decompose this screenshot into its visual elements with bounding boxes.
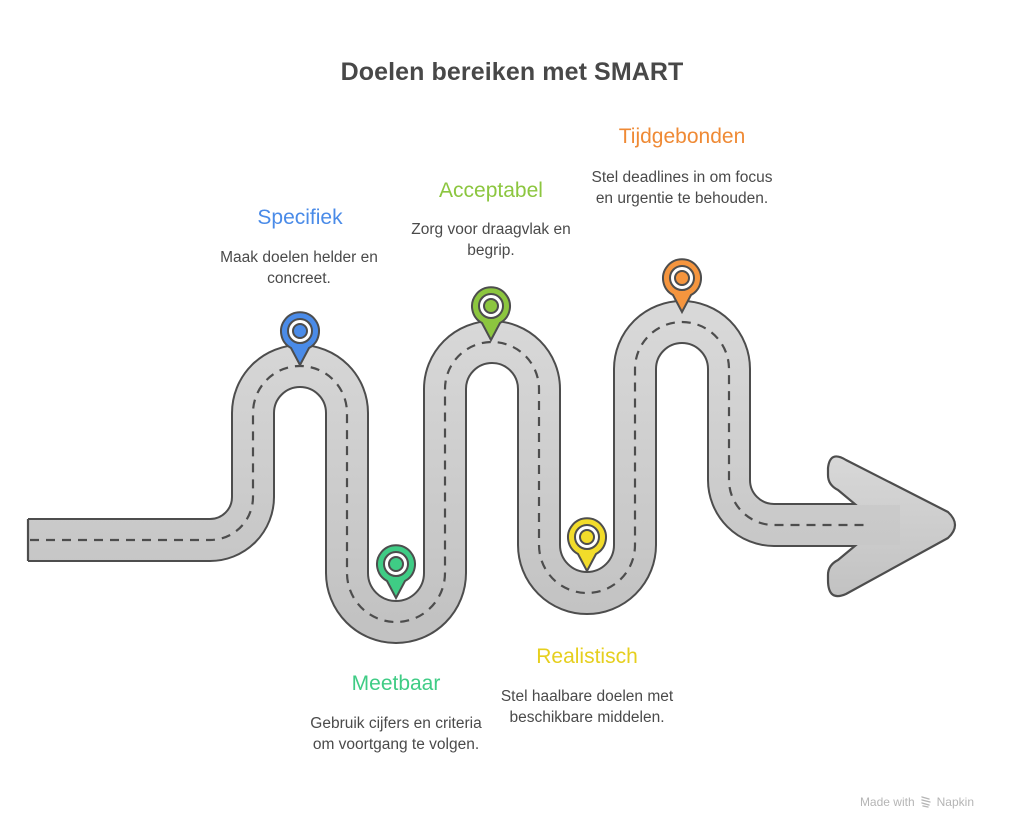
- step-desc-tijdgebonden: Stel deadlines in om focus en urgentie t…: [591, 169, 773, 207]
- step-title-realistisch: Realistisch: [536, 645, 638, 668]
- page-title: Doelen bereiken met SMART: [340, 58, 684, 86]
- step-title-acceptabel: Acceptabel: [439, 179, 543, 202]
- pin-acceptabel: [471, 286, 511, 343]
- pin-meetbaar: [376, 544, 416, 601]
- step-desc-acceptabel: Zorg voor draagvlak en begrip.: [411, 221, 571, 259]
- pin-tijdgebonden: [662, 258, 702, 315]
- step-title-meetbaar: Meetbaar: [351, 672, 441, 695]
- made-with-napkin-badge[interactable]: Made with Napkin: [860, 795, 974, 809]
- step-title-specifiek: Specifiek: [257, 206, 343, 229]
- step-desc-specifiek: Maak doelen helder en concreet.: [220, 249, 378, 287]
- step-title-tijdgebonden: Tijdgebonden: [618, 125, 746, 148]
- made-with-label: Made with: [859, 795, 915, 809]
- pin-realistisch: [567, 517, 607, 574]
- step-desc-meetbaar: Gebruik cijfers en criteria om voortgang…: [310, 715, 482, 753]
- lane-divider: [30, 320, 868, 624]
- road: [26, 300, 957, 644]
- napkin-logo-icon: [920, 796, 931, 808]
- pin-specifiek: [280, 311, 320, 368]
- napkin-brand-label: Napkin: [936, 795, 974, 809]
- step-desc-realistisch: Stel haalbare doelen met beschikbare mid…: [500, 688, 674, 726]
